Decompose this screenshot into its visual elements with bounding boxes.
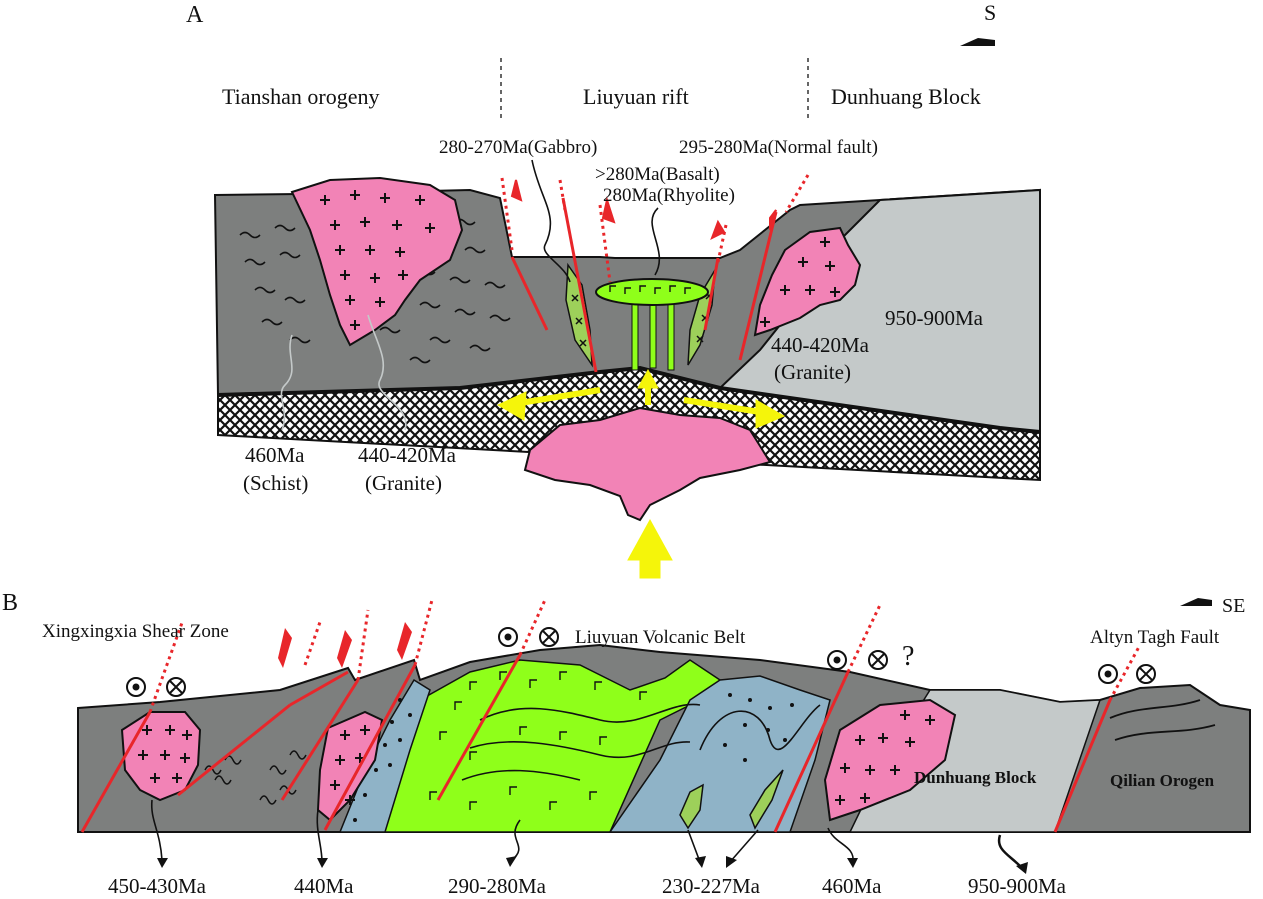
panel-a-label: A xyxy=(186,2,204,28)
granite-crosses-left-b xyxy=(138,725,192,783)
fold-lines-b xyxy=(461,703,821,781)
fault-line-2 xyxy=(561,197,598,373)
fault-line-3 xyxy=(738,211,778,361)
direction-indicator-a: S xyxy=(925,0,996,46)
label-granite-left-rock: (Granite) xyxy=(365,471,442,495)
fault-motion-arrows-b xyxy=(278,622,412,668)
label-granite-left-age: 440-420Ma xyxy=(358,443,457,467)
basalt-feeder-a xyxy=(631,299,675,371)
direction-indicator-b: SE xyxy=(1145,595,1245,617)
strike-slip-symbols-b xyxy=(126,627,1156,697)
label-granite-right-rock: (Granite) xyxy=(774,360,851,384)
fault-line-b8 xyxy=(1053,699,1112,833)
label-basalt: >280Ma(Basalt) xyxy=(595,164,720,185)
faults-a xyxy=(500,174,810,373)
faults-b xyxy=(80,599,1142,833)
fault-line-b6 xyxy=(436,654,522,801)
label-qilian-orogen: Qilian Orogen xyxy=(1110,771,1215,790)
region-label-tianshan: Tianshan orogeny xyxy=(222,84,379,109)
panel-b-label: B xyxy=(2,590,18,616)
pointer-lines-a xyxy=(280,159,661,431)
panel-a: A S Tianshan orogeny Liuyuan rift Dunhua… xyxy=(186,0,1041,579)
fault-line-b5 xyxy=(323,664,417,831)
gabbro-lens-right-b xyxy=(749,769,784,830)
granite-crosses-left-a xyxy=(320,190,435,330)
fault-line-b3 xyxy=(289,670,349,707)
label-shear-zone: Xingxingxia Shear Zone xyxy=(42,621,229,642)
moho-line-a xyxy=(217,365,1041,434)
yellow-arrows-a xyxy=(496,368,786,579)
label-volcanic-belt: Liuyuan Volcanic Belt xyxy=(575,627,746,648)
age-label-6: 950-900Ma xyxy=(968,874,1067,898)
label-question: ? xyxy=(902,641,914,672)
region-label-dunhuang: Dunhuang Block xyxy=(831,84,981,109)
age-pointers-b xyxy=(150,799,1023,869)
region-label-liuyuan: Liuyuan rift xyxy=(583,84,689,109)
fault-line-b4 xyxy=(280,679,360,801)
qilian-fabric-b xyxy=(1109,699,1216,741)
direction-label-a: S xyxy=(984,0,996,25)
granite-body-right-a xyxy=(753,226,862,337)
schist-marks-b xyxy=(204,750,307,805)
label-gabbro: 280-270Ma(Gabbro) xyxy=(439,137,597,158)
sediment-dots-b xyxy=(353,693,794,822)
age-label-4: 230-227Ma xyxy=(662,874,761,898)
label-dunhuang-block: Dunhuang Block xyxy=(914,768,1037,787)
label-normal-fault: 295-280Ma(Normal fault) xyxy=(679,137,878,158)
fault-line-b2 xyxy=(177,703,291,797)
fault-line-1 xyxy=(510,256,549,331)
basalt-lens-a xyxy=(595,278,709,306)
label-basement-age: 950-900Ma xyxy=(885,306,984,330)
fold-belt-sediment-left-b xyxy=(338,678,431,833)
fault-motion-arrows-a xyxy=(510,179,777,241)
basalt-marks-b xyxy=(429,671,647,810)
label-rhyolite: 280Ma(Rhyolite) xyxy=(603,185,735,206)
age-label-3: 290-280Ma xyxy=(448,874,547,898)
granite-crosses-middle-b xyxy=(330,725,370,805)
gabbro-lens-left-b xyxy=(679,783,704,830)
granite-crosses-right-a xyxy=(760,237,840,327)
label-schist-rock: (Schist) xyxy=(243,471,308,495)
direction-label-b: SE xyxy=(1222,595,1245,617)
basalt-marks-a xyxy=(609,285,691,294)
fault-line-b7 xyxy=(773,671,850,833)
age-arrowheads-b xyxy=(157,856,1028,874)
mantle-plume-a xyxy=(523,406,772,522)
granite-crosses-right-b xyxy=(835,710,935,805)
fault-line-4 xyxy=(703,257,720,331)
age-label-2: 440Ma xyxy=(294,874,354,898)
granite-body-left-a xyxy=(290,176,464,347)
label-schist-age: 460Ma xyxy=(245,443,305,467)
granite-body-right-b xyxy=(823,698,957,822)
age-label-1: 450-430Ma xyxy=(108,874,207,898)
fault-line-b1 xyxy=(80,711,152,833)
age-label-5: 460Ma xyxy=(822,874,882,898)
label-altyn-fault: Altyn Tagh Fault xyxy=(1090,627,1220,648)
panel-b: B SE xyxy=(2,590,1251,898)
label-granite-right-age: 440-420Ma xyxy=(771,333,870,357)
